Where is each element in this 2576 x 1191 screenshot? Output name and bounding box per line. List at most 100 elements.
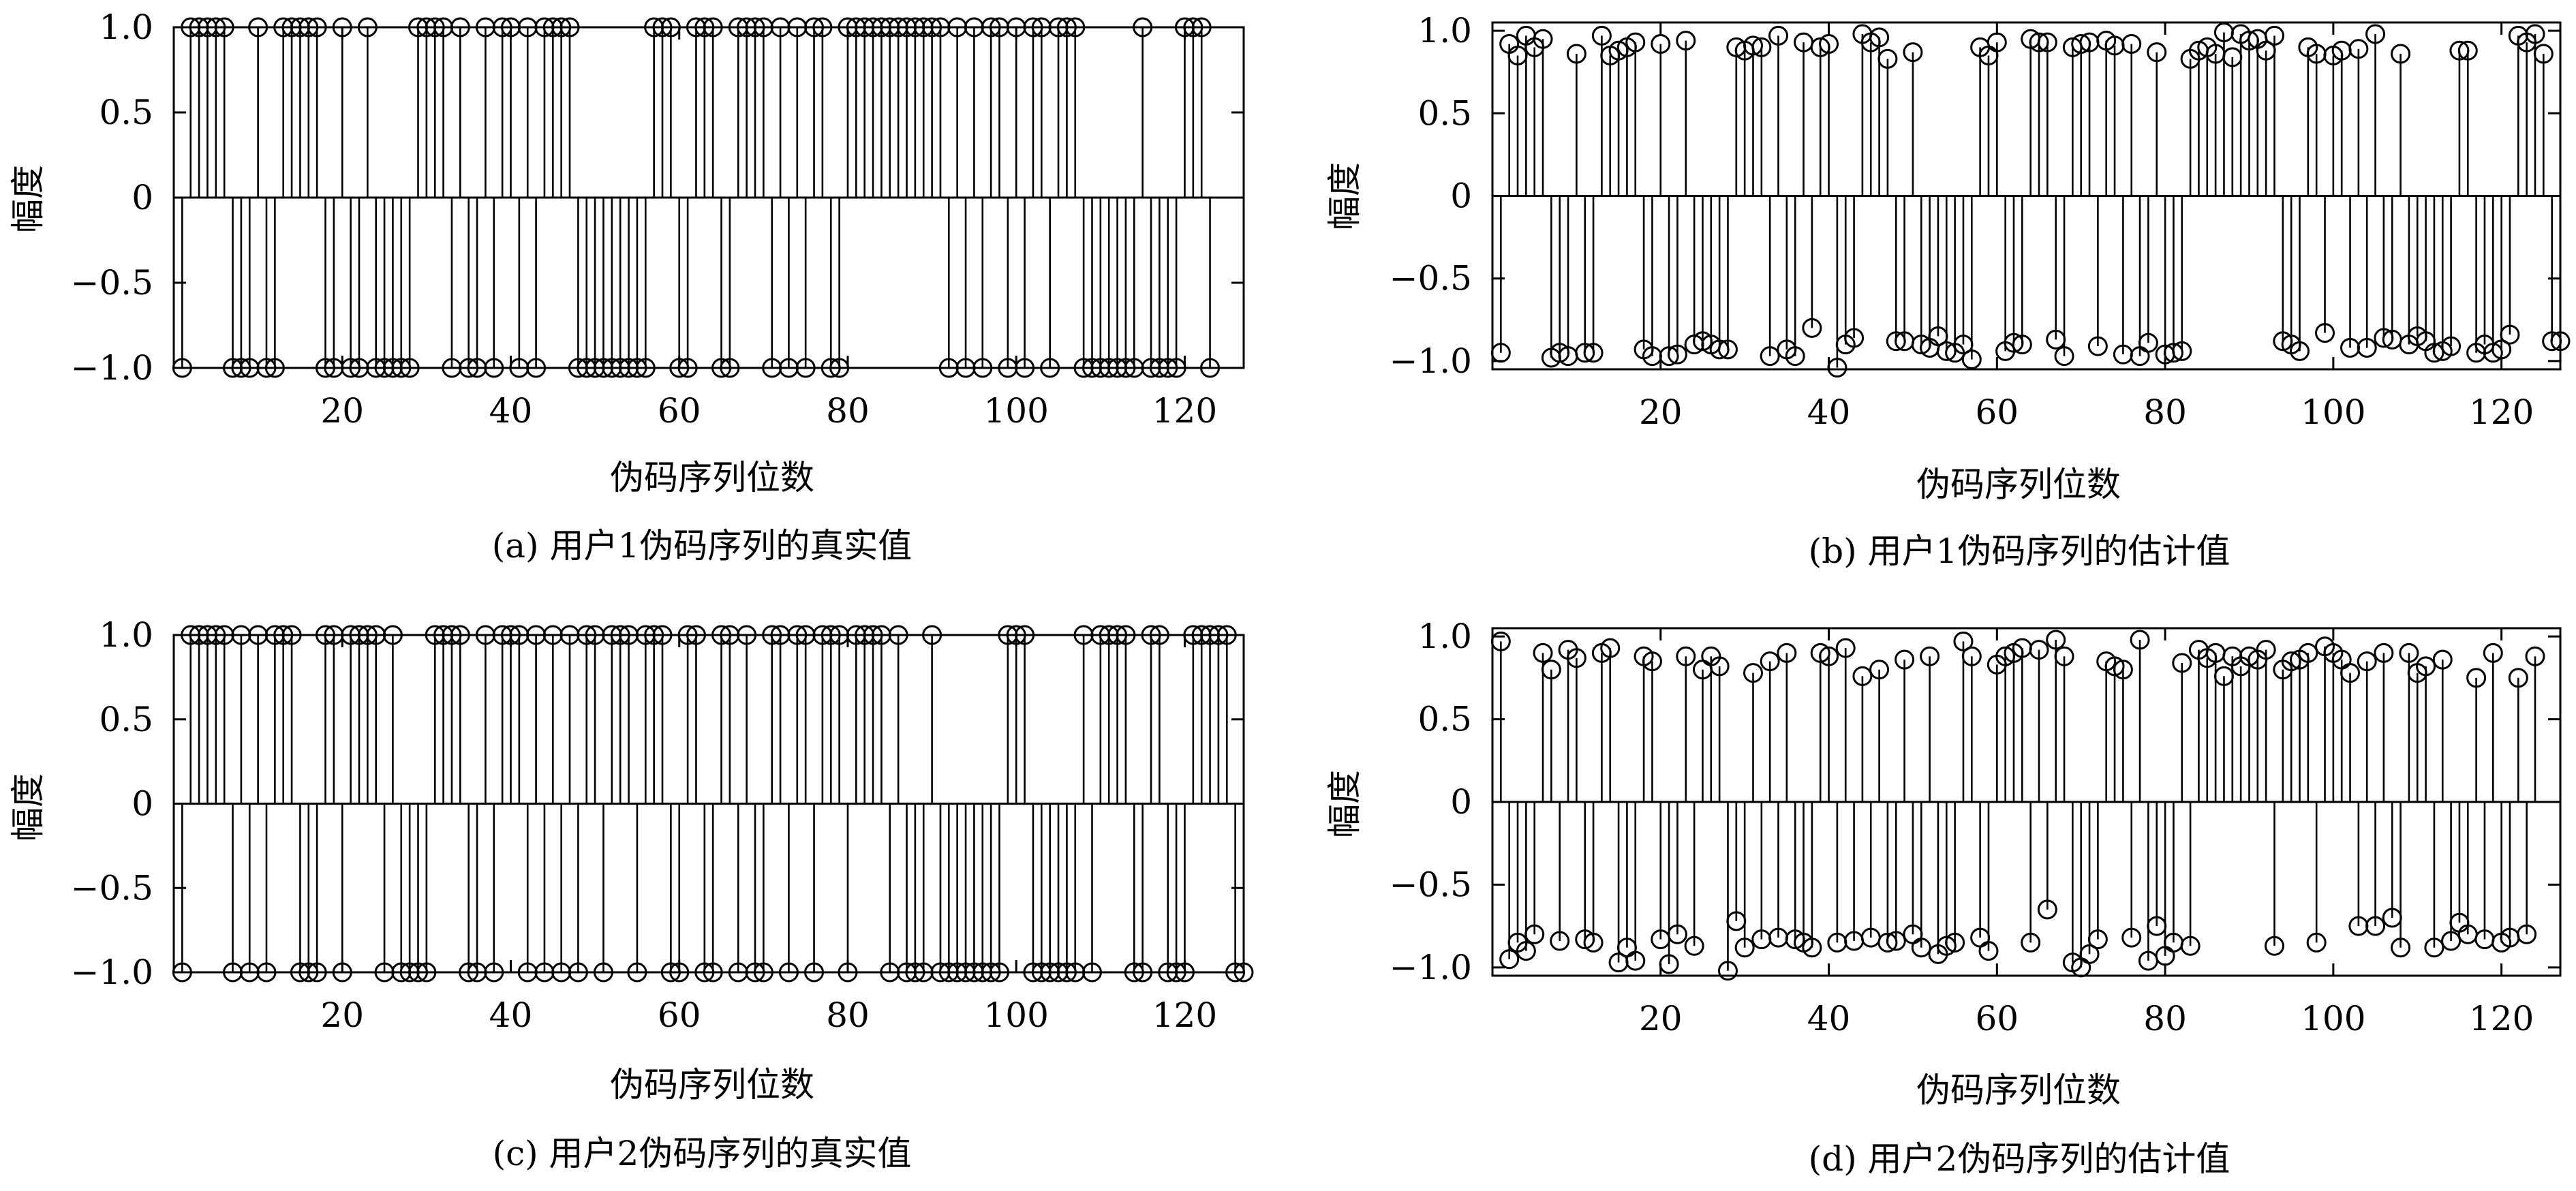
- panel-b-stem-marker: [2012, 335, 2032, 355]
- panel-c-ytick-label: 0: [132, 784, 153, 824]
- panel-b-stem-marker: [1827, 358, 1847, 378]
- panel-c-ytick-label: 1.0: [99, 615, 153, 655]
- panel-c-stem-marker: [281, 625, 302, 645]
- panel-b-stem-marker: [1667, 344, 1687, 365]
- panel-d-stem-marker: [2037, 899, 2057, 920]
- panel-c-stem-marker: [686, 625, 706, 645]
- panel-b-stem-marker: [1583, 343, 1604, 363]
- panel-d-stem-marker: [2264, 935, 2284, 956]
- panel-b-stem-marker: [1877, 48, 1898, 69]
- panel-c-xtick-label: 60: [658, 995, 701, 1035]
- panel-a-ytick-label: −0.5: [71, 263, 153, 303]
- panel-d-stem-marker: [1667, 924, 1687, 944]
- panel-d-stem-marker: [2399, 643, 2419, 663]
- panel-d-ytick-label: 0: [1450, 782, 1472, 822]
- panel-a-xlabel: 伪码序列位数: [610, 458, 814, 497]
- panel-b-stem-marker: [2550, 331, 2571, 352]
- panel-c-stem-marker: [627, 962, 647, 983]
- panel-a-stem-marker: [307, 17, 327, 37]
- panel-d-stem-marker: [1819, 646, 1839, 666]
- panel-b-stem-marker: [2264, 25, 2284, 46]
- panel-d-stem-marker: [2441, 931, 2462, 951]
- panel-c-stem-marker: [307, 962, 327, 983]
- panel-d-ytick-label: 1.0: [1417, 617, 1472, 656]
- panel-a-stem-marker: [559, 17, 580, 37]
- panel-a-xtick-label: 120: [1152, 391, 1217, 431]
- panel-a-stem-marker: [484, 358, 504, 378]
- panel-c-stem-marker: [1082, 962, 1102, 983]
- panel-c-stem-marker: [753, 962, 773, 983]
- panel-d-stem-marker: [2424, 938, 2444, 958]
- panel-d-stem-marker: [1852, 666, 1873, 686]
- panel-d-stem-marker: [1743, 663, 1763, 683]
- panel-b-stem-marker: [2315, 323, 2335, 343]
- panel-d-stem-marker: [1802, 938, 1822, 958]
- panel-d-ytick-label: −0.5: [1390, 865, 1472, 904]
- panel-d-stem-marker: [1516, 941, 1536, 961]
- panel-b-stem-marker: [1533, 29, 1553, 49]
- panel-b-stem-marker: [2525, 24, 2545, 44]
- panel-a-xtick-label: 20: [320, 391, 364, 431]
- panel-a-stem-marker: [1040, 358, 1060, 378]
- panel-d-xlabel: 伪码序列位数: [1916, 1070, 2121, 1110]
- panel-d-stem-marker: [1541, 660, 1561, 680]
- panel-b-stem-marker: [2172, 341, 2192, 361]
- panel-a-stem-marker: [399, 358, 420, 378]
- panel-b-stem-marker: [2121, 34, 2142, 55]
- panel-d-stem-marker: [1625, 950, 1646, 971]
- panel-b-stem-marker: [2138, 332, 2158, 353]
- panel-d-stem-marker: [1717, 961, 1738, 981]
- panel-d-xtick-label: 80: [2143, 999, 2187, 1038]
- panel-d-stem-marker: [2391, 938, 2411, 958]
- panel-d-stem-marker: [1490, 631, 1511, 651]
- panel-c-stem-marker: [1149, 625, 1169, 645]
- panel-a-stem-marker: [703, 17, 723, 37]
- panel-c-stem-marker: [737, 625, 757, 645]
- panel-a-stem-marker: [450, 17, 470, 37]
- panel-a-stem-marker: [357, 17, 378, 37]
- panel-b-stem-marker: [2483, 343, 2503, 363]
- panel-b-xtick-label: 120: [2469, 392, 2534, 432]
- panel-b-xtick-label: 100: [2301, 392, 2365, 432]
- panel-a-stem-marker: [1191, 17, 1212, 37]
- panel-b-xtick-label: 20: [1639, 392, 1683, 432]
- panel-c-stem-marker: [778, 962, 799, 983]
- panel-a-stem-marker: [1166, 358, 1186, 378]
- panel-b-ylabel: 幅度: [1325, 162, 1364, 230]
- panel-c-stem-marker: [652, 625, 673, 645]
- panel-a-xtick-label: 100: [984, 391, 1049, 431]
- panel-d-xtick-label: 60: [1976, 999, 2019, 1038]
- panel-c-ytick-label: −0.5: [71, 868, 153, 908]
- panel-a-caption: (a) 用户1伪码序列的真实值: [492, 526, 913, 566]
- panel-d-stem-marker: [1709, 656, 1730, 677]
- panel-d-xtick-label: 100: [2301, 999, 2365, 1038]
- panel-a-xtick-label: 40: [489, 391, 533, 431]
- panel-b-stem-marker: [1625, 32, 1646, 52]
- panel-d-stem-marker: [1895, 649, 1915, 670]
- panel-d-stem-marker: [1835, 638, 1856, 658]
- panel-c-stem-marker: [416, 962, 437, 983]
- panel-a-stem-marker: [264, 358, 285, 378]
- panel-c-xtick-label: 80: [826, 995, 870, 1035]
- panel-a-ytick-label: −1.0: [71, 348, 153, 388]
- panel-c-ytick-label: 0.5: [99, 700, 153, 739]
- panel-b-ytick-label: 1.0: [1417, 11, 1472, 50]
- panel-b-stem-marker: [2037, 32, 2057, 52]
- panel-a-stem-marker: [214, 17, 234, 37]
- panel-d-stem-marker: [2466, 668, 2487, 688]
- panel-b-stem-marker: [1760, 346, 1780, 367]
- panel-b-stem-marker: [1566, 44, 1586, 64]
- panel-d-stem-marker: [2517, 924, 2537, 944]
- panel-a-stem-marker: [660, 17, 681, 37]
- panel-d-stem-marker: [2130, 630, 2150, 650]
- panel-c: (c) 用户2伪码序列的真实值 伪码序列位数 幅度 1.00.50−0.5−1.…: [8, 615, 1254, 1173]
- panel-b-stem-marker: [2457, 40, 2478, 61]
- panel-c-stem-marker: [1233, 962, 1254, 983]
- panel-c-ylabel: 幅度: [8, 773, 48, 841]
- panel-b-stem-marker: [2054, 346, 2074, 367]
- panel-c-stem-marker: [450, 625, 470, 645]
- panel-a-stem-marker: [829, 358, 850, 378]
- panel-d-caption: (d) 用户2伪码序列的估计值: [1809, 1139, 2230, 1179]
- panel-b-stem-marker: [2533, 44, 2554, 64]
- panel-b-stem-marker: [2500, 324, 2520, 345]
